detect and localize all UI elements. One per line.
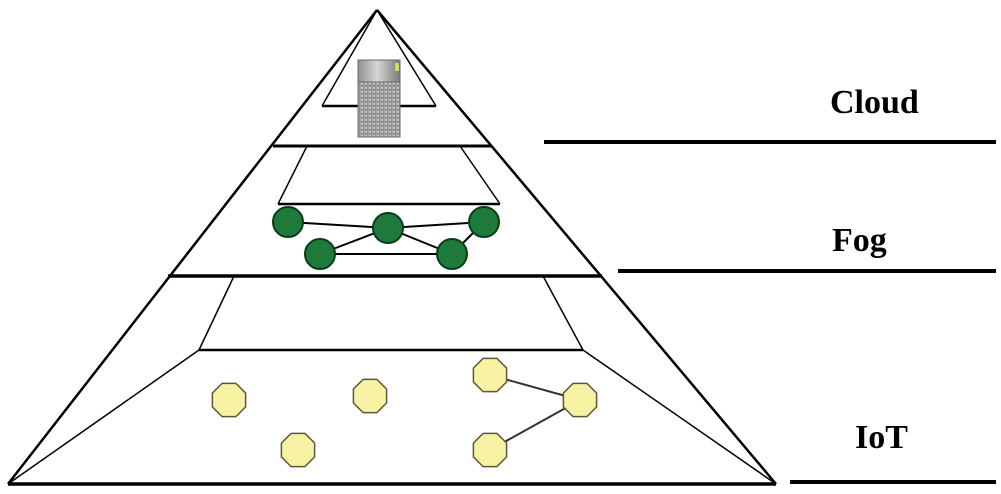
fog-nodes [272, 206, 500, 270]
fog-node-icon [272, 206, 304, 238]
iot-devices [211, 357, 598, 468]
pyramid-outline [7, 9, 777, 486]
cloud-layer-label: Cloud [830, 84, 919, 121]
iot-device-icon [472, 432, 508, 468]
fog-node-icon [304, 238, 336, 270]
iot-layer-label: IoT [855, 419, 908, 456]
iot-device-icon [352, 378, 388, 414]
fog-layer-label: Fog [832, 222, 887, 259]
fog-node-icon [372, 212, 404, 244]
iot-device-icon [280, 432, 316, 468]
server-icon [357, 59, 401, 138]
fog-node-icon [436, 238, 468, 270]
pyramid-slices [168, 104, 602, 352]
pyramid-inner-edges [7, 9, 777, 485]
fog-node-icon [468, 206, 500, 238]
layer-separators [544, 140, 996, 484]
iot-device-icon [211, 382, 247, 418]
iot-device-icon [562, 382, 598, 418]
iot-links [489, 374, 581, 451]
iot-device-icon [472, 357, 508, 393]
